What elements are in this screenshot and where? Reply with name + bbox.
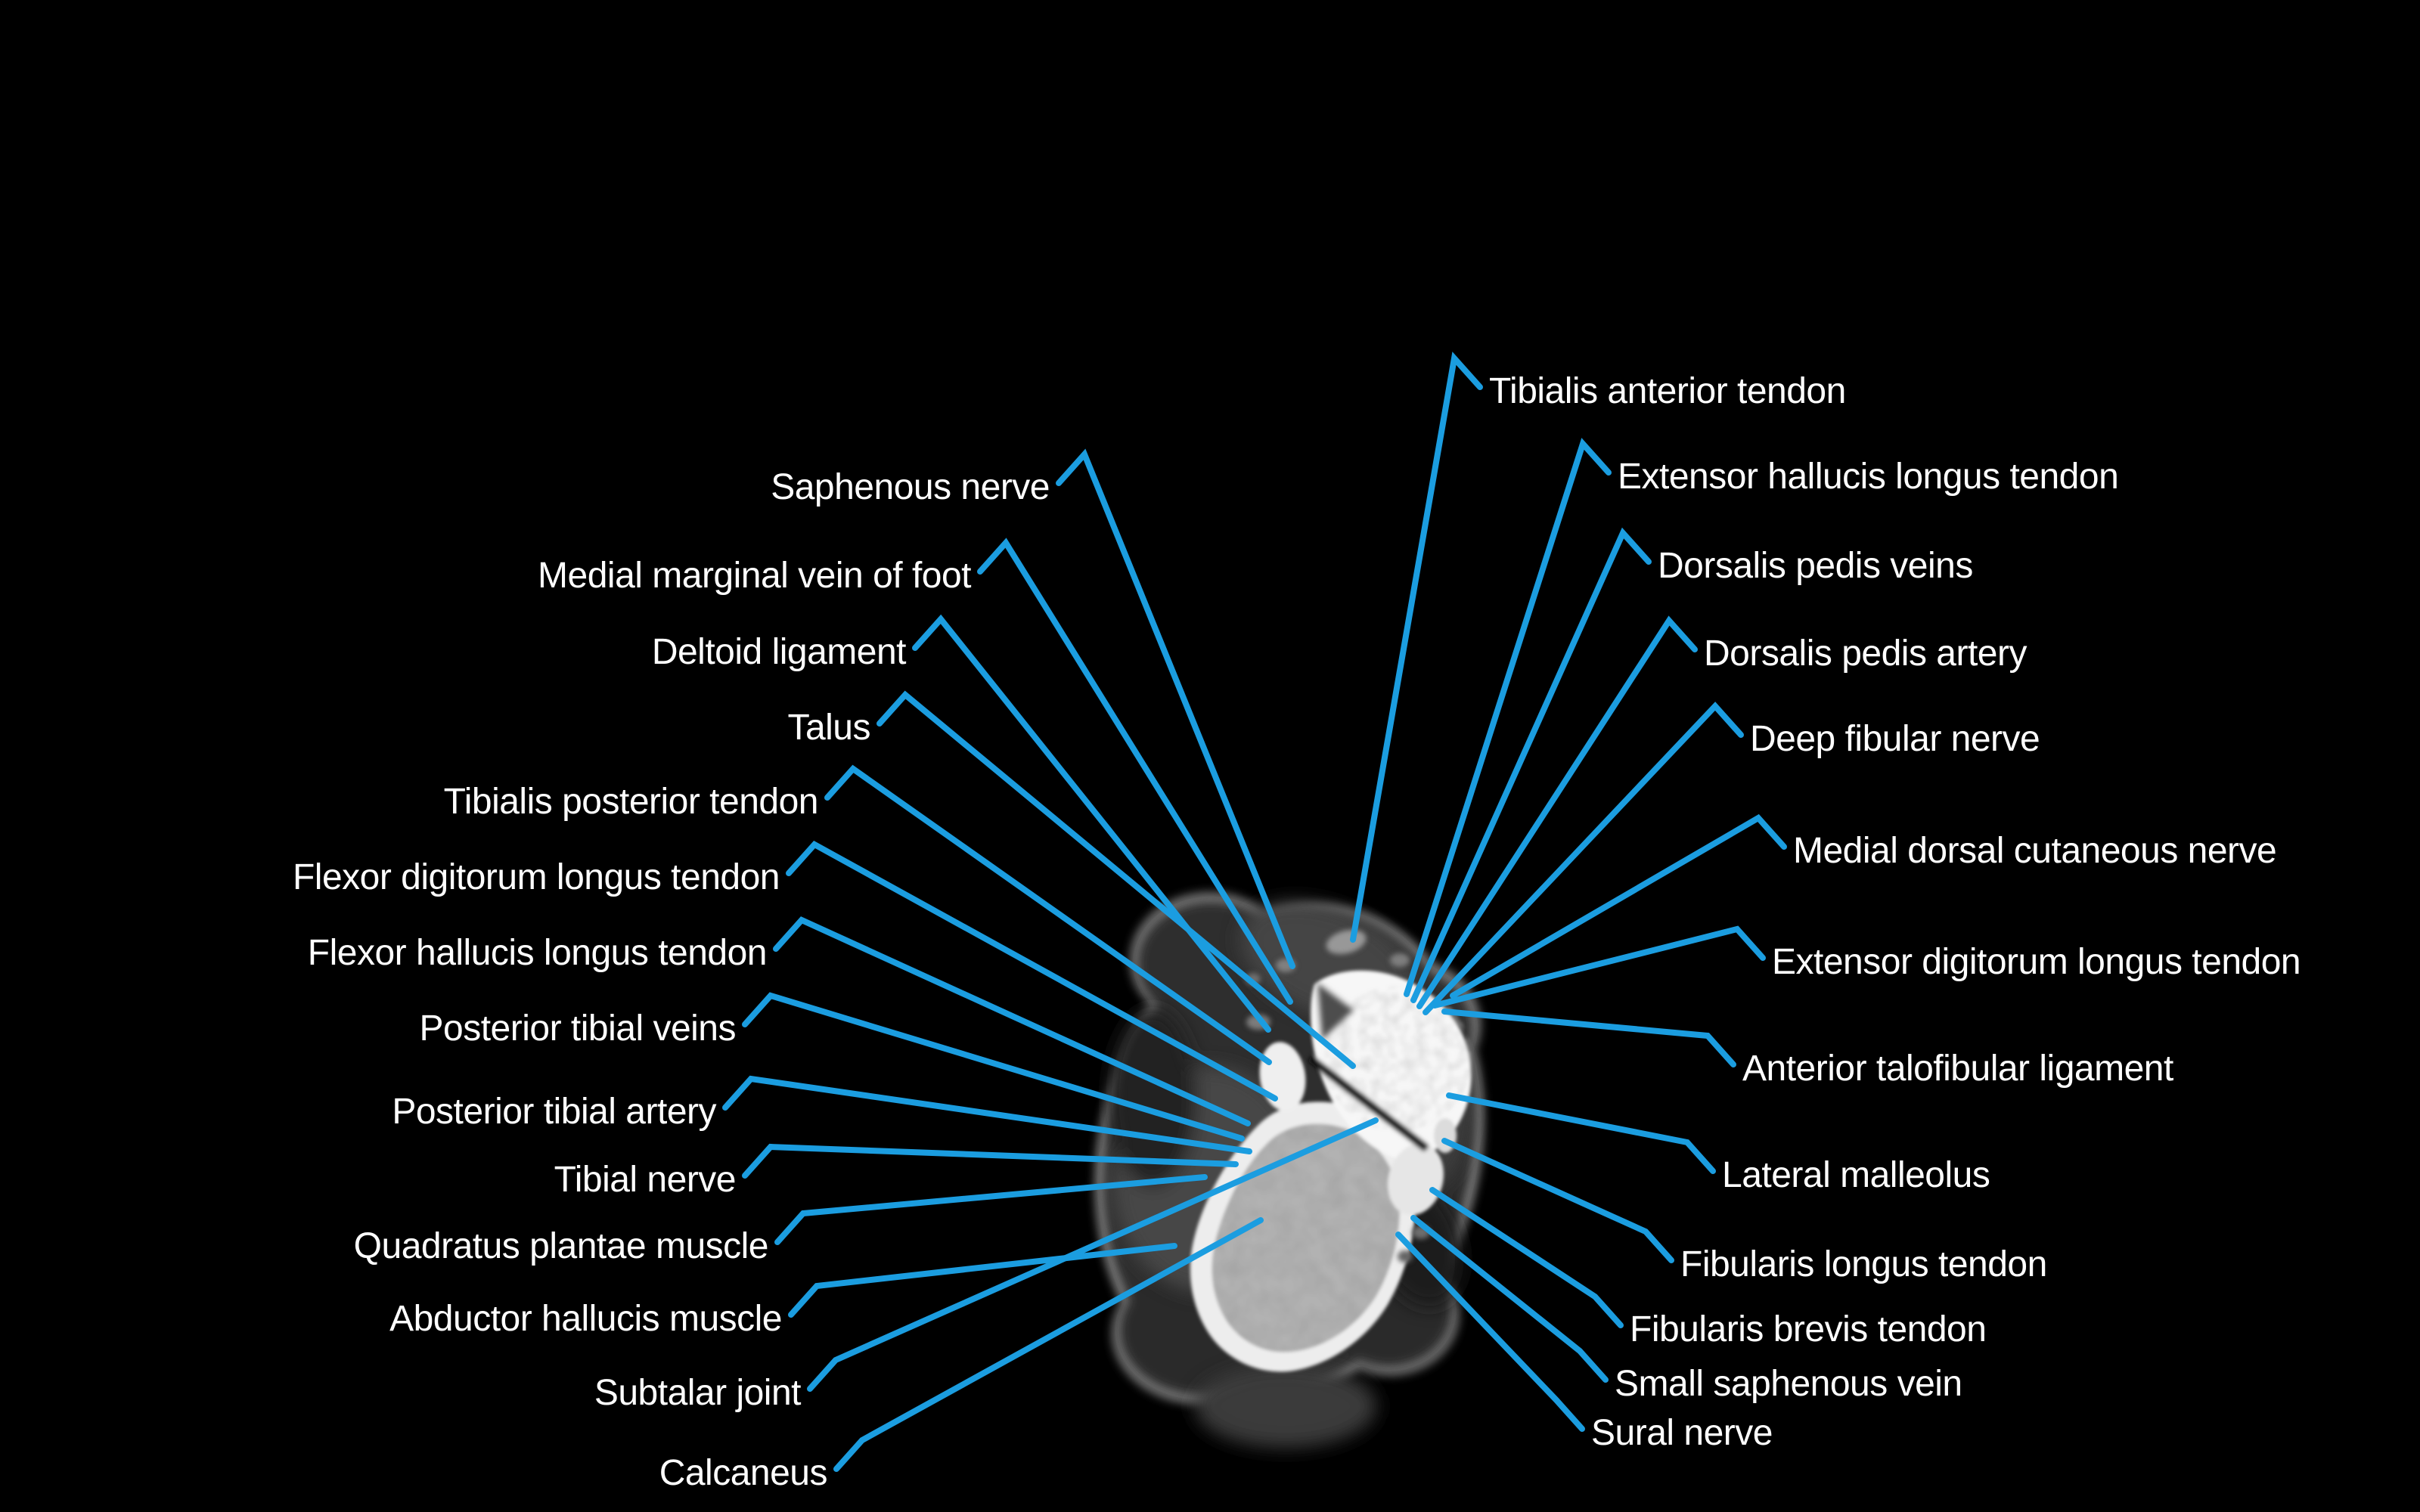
leader-line-deltoid-ligament: [912, 614, 1271, 1033]
anatomy-label-posterior-tibial-artery: Posterior tibial artery: [392, 1092, 716, 1132]
anatomy-label-medial-dorsal-cutaneous-nerve: Medial dorsal cutaneous nerve: [1793, 831, 2276, 871]
leader-line-flexor-digitorum-longus-tendon: [786, 840, 1278, 1101]
leader-line-talus: [876, 690, 1356, 1069]
anatomy-label-quadratus-plantae-muscle: Quadratus plantae muscle: [354, 1226, 768, 1266]
anatomy-label-saphenous-nerve: Saphenous nerve: [771, 467, 1050, 507]
leader-lines: [722, 352, 1787, 1472]
leader-line-dorsalis-pedis-veins: [1410, 527, 1652, 1003]
ct-calcaneus-mottle: [1212, 1123, 1400, 1352]
ct-subtalar-joint-space: [1308, 1055, 1429, 1151]
leader-line-extensor-digitorum-longus-tendon: [1432, 925, 1766, 1009]
anatomy-label-tibialis-anterior-tendon: Tibialis anterior tendon: [1489, 371, 1846, 411]
anatomy-label-extensor-hallucis-longus-tendon: Extensor hallucis longus tendon: [1618, 457, 2118, 497]
leader-line-fibularis-brevis-tendon: [1429, 1187, 1624, 1328]
leader-line-subtalar-joint: [807, 1117, 1379, 1392]
anatomy-label-dorsalis-pedis-artery: Dorsalis pedis artery: [1704, 634, 2027, 674]
leader-line-tibialis-anterior-tendon: [1350, 352, 1483, 943]
leader-line-medial-marginal-vein-of-foot: [977, 538, 1293, 1005]
anatomy-label-posterior-tibial-veins: Posterior tibial veins: [419, 1009, 736, 1049]
anatomy-label-lateral-malleolus: Lateral malleolus: [1722, 1155, 1990, 1195]
ct-talus-notch: [1317, 983, 1354, 1040]
leader-line-deep-fibular-nerve: [1423, 702, 1744, 1015]
anatomy-label-fibularis-longus-tendon: Fibularis longus tendon: [1680, 1244, 2047, 1284]
anatomy-label-subtalar-joint: Subtalar joint: [594, 1373, 801, 1413]
ct-bones: [1190, 970, 1472, 1372]
leader-line-calcaneus: [833, 1217, 1264, 1472]
anatomy-label-deep-fibular-nerve: Deep fibular nerve: [1750, 719, 2040, 759]
anatomy-label-anterior-talofibular-ligament: Anterior talofibular ligament: [1742, 1049, 2173, 1089]
anatomy-label-tibial-nerve: Tibial nerve: [554, 1160, 736, 1200]
leader-line-lateral-malleolus: [1446, 1092, 1716, 1174]
leader-line-tibialis-posterior-tendon: [824, 764, 1272, 1065]
anatomy-label-dorsalis-pedis-veins: Dorsalis pedis veins: [1658, 546, 1973, 586]
leader-line-fibularis-longus-tendon: [1441, 1138, 1674, 1263]
anatomy-label-talus: Talus: [787, 708, 870, 748]
leader-line-abductor-hallucis-muscle: [788, 1243, 1177, 1318]
leader-line-small-saphenous-vein: [1410, 1215, 1609, 1383]
anatomy-label-tibialis-posterior-tendon: Tibialis posterior tendon: [444, 782, 818, 822]
leader-line-dorsalis-pedis-artery: [1416, 615, 1698, 1009]
anatomy-label-extensor-digitorum-longus-tendon: Extensor digitorum longus tendon: [1772, 942, 2301, 982]
anatomy-label-fibularis-brevis-tendon: Fibularis brevis tendon: [1630, 1309, 1986, 1349]
leader-line-flexor-hallucis-longus-tendon: [773, 916, 1251, 1126]
anatomy-label-flexor-digitorum-longus-tendon: Flexor digitorum longus tendon: [293, 857, 780, 897]
leader-line-anterior-talofibular-ligament: [1441, 1009, 1736, 1067]
anatomy-label-small-saphenous-vein: Small saphenous vein: [1615, 1364, 1962, 1404]
leader-line-quadratus-plantae-muscle: [774, 1174, 1208, 1245]
leader-line-medial-dorsal-cutaneous-nerve: [1450, 813, 1787, 999]
anatomy-label-sural-nerve: Sural nerve: [1591, 1413, 1773, 1453]
leader-line-saphenous-nerve: [1056, 448, 1295, 969]
anatomy-label-calcaneus: Calcaneus: [659, 1453, 827, 1493]
anatomy-label-deltoid-ligament: Deltoid ligament: [652, 632, 906, 672]
leader-line-extensor-hallucis-longus-tendon: [1404, 438, 1612, 997]
leader-line-posterior-tibial-veins: [742, 992, 1245, 1142]
leader-line-sural-nerve: [1395, 1232, 1585, 1432]
anatomy-label-abductor-hallucis-muscle: Abductor hallucis muscle: [389, 1299, 782, 1339]
anatomy-label-flexor-hallucis-longus-tendon: Flexor hallucis longus tendon: [308, 933, 767, 973]
anatomy-label-medial-marginal-vein-of-foot: Medial marginal vein of foot: [538, 556, 971, 596]
ct-posterolateral-lobe: [1388, 1143, 1444, 1216]
leader-line-tibial-nerve: [742, 1143, 1239, 1179]
leader-line-posterior-tibial-artery: [722, 1075, 1252, 1154]
